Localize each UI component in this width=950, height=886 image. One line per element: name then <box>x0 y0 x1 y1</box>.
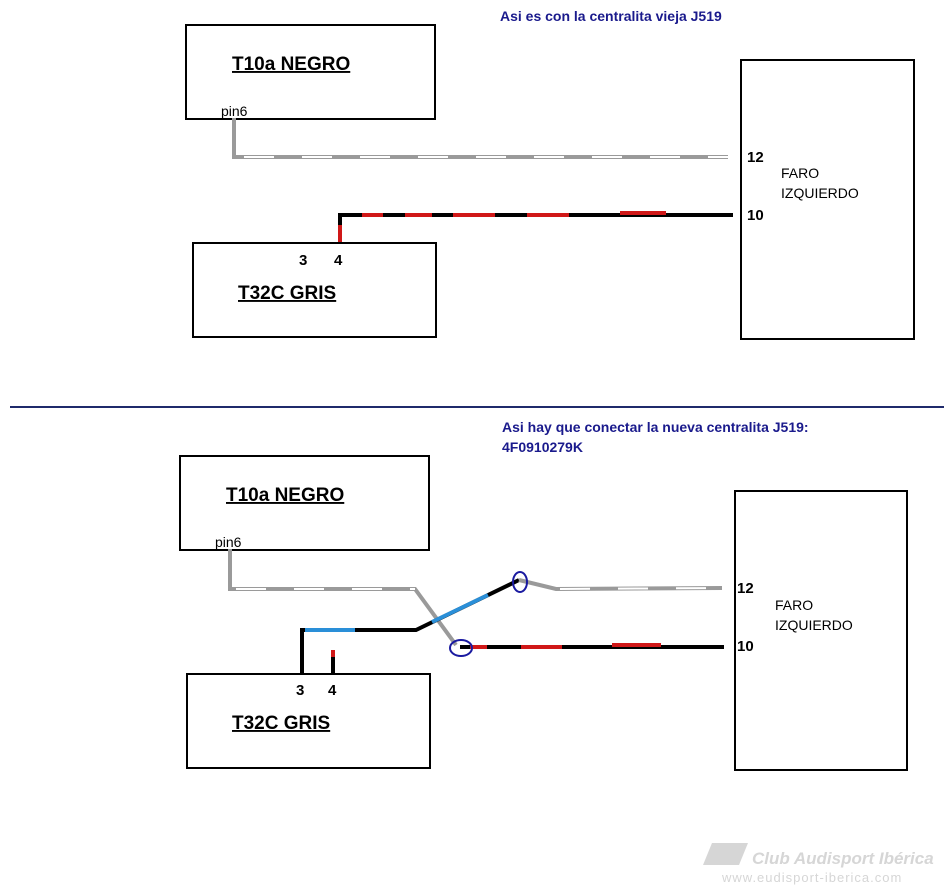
top-headlight-box <box>740 59 915 340</box>
watermark-brand: Club Audisport Ibérica <box>752 849 934 868</box>
top-pin-4-label: 4 <box>334 252 343 269</box>
bottom-caption-line1: Asi hay que conectar la nueva centralita… <box>502 419 809 435</box>
bottom-gray-wire-to-pin10 <box>228 549 458 647</box>
bottom-connector-black-title: T10a NEGRO <box>226 485 344 506</box>
top-connector-black-box <box>185 24 436 120</box>
top-gray-wire <box>232 118 728 159</box>
top-black-red-wire <box>338 211 733 243</box>
bottom-headlight-label-line1: FARO <box>775 597 813 613</box>
bottom-gray-wire-pin12 <box>518 578 723 592</box>
top-headlight-label-line1: FARO <box>781 165 819 181</box>
top-connector-black-title: T10a NEGRO <box>232 54 350 75</box>
bottom-pin6-label: pin6 <box>215 534 242 550</box>
bottom-connector-gray-title: T32C GRIS <box>232 713 330 734</box>
bottom-headlight-pin-10: 10 <box>737 638 754 655</box>
bottom-connector-black-box <box>179 455 430 551</box>
top-caption: Asi es con la centralita vieja J519 <box>500 8 722 24</box>
bottom-black-red-wire-pin10 <box>460 643 724 649</box>
bottom-pin-4-label: 4 <box>328 682 337 699</box>
bottom-caption-line2: 4F0910279K <box>502 439 583 455</box>
top-connector-gray-box <box>192 242 437 338</box>
watermark-logo-icon <box>703 843 748 865</box>
bottom-black-blue-wire-to-pin12 <box>300 578 520 675</box>
top-headlight-pin-10: 10 <box>747 207 764 224</box>
top-pin-3-label: 3 <box>299 252 307 269</box>
top-headlight-label-line2: IZQUIERDO <box>781 185 859 201</box>
bottom-headlight-label-line2: IZQUIERDO <box>775 617 853 633</box>
bottom-pin-3-label: 3 <box>296 682 304 699</box>
watermark-url: www.eudisport-iberica.com <box>721 870 902 885</box>
top-connector-gray-title: T32C GRIS <box>238 283 336 304</box>
splice-marker-upper <box>512 571 528 593</box>
bottom-headlight-box <box>734 490 908 771</box>
top-pin6-label: pin6 <box>221 103 248 119</box>
splice-marker-lower <box>449 639 473 657</box>
bottom-connector-gray-box <box>186 673 431 769</box>
top-headlight-pin-12: 12 <box>747 149 764 166</box>
bottom-headlight-pin-12: 12 <box>737 580 754 597</box>
watermark: Club Audisport Ibérica www.eudisport-ibe… <box>703 843 934 885</box>
